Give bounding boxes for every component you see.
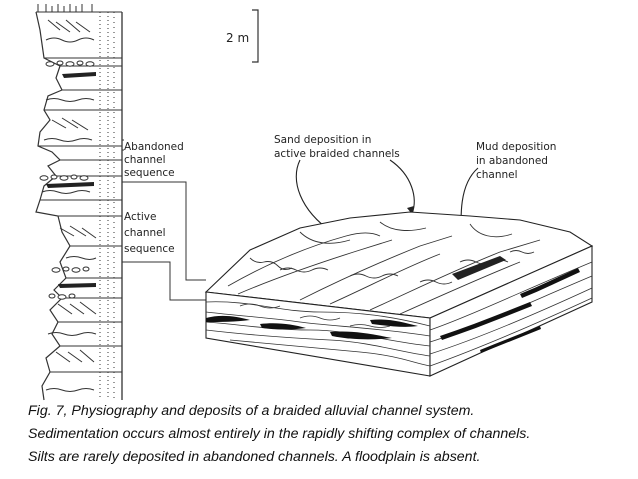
mud-callout-line-1: Mud deposition xyxy=(476,141,556,153)
scale-bar: 2 m xyxy=(226,9,259,63)
active-label-line-1: Active xyxy=(124,211,156,223)
caption-line-1: Fig. 7, Physiography and deposits of a b… xyxy=(28,403,475,419)
scale-label: 2 m xyxy=(226,31,249,45)
right-mud-lenses xyxy=(440,268,580,353)
active-label-line-2: channel xyxy=(124,227,166,239)
mud-callout-line-2: in abandoned xyxy=(476,155,548,167)
active-label-line-3: sequence xyxy=(124,243,175,255)
caption-line-3: Silts are rarely deposited in abandoned … xyxy=(28,449,481,465)
sand-callout-line-2: active braided channels xyxy=(274,148,400,160)
abandoned-label-line-3: sequence xyxy=(124,167,175,179)
abandoned-channel-fill xyxy=(452,256,506,280)
front-mud-lenses xyxy=(206,315,418,340)
abandoned-label-line-2: channel xyxy=(124,154,166,166)
abandoned-label-line-1: Abandoned xyxy=(124,141,184,153)
column-leader-lines xyxy=(122,139,206,301)
caption-line-2: Sedimentation occurs almost entirely in … xyxy=(28,426,531,442)
block-diagram xyxy=(204,211,594,377)
channel-bars xyxy=(227,221,541,315)
figure-caption: Fig. 7, Physiography and deposits of a b… xyxy=(28,400,628,469)
front-strata xyxy=(205,301,431,367)
stratigraphic-column xyxy=(35,4,123,401)
sand-callout-line-1: Sand deposition in xyxy=(274,134,371,146)
mud-callout-line-3: channel xyxy=(476,169,518,181)
